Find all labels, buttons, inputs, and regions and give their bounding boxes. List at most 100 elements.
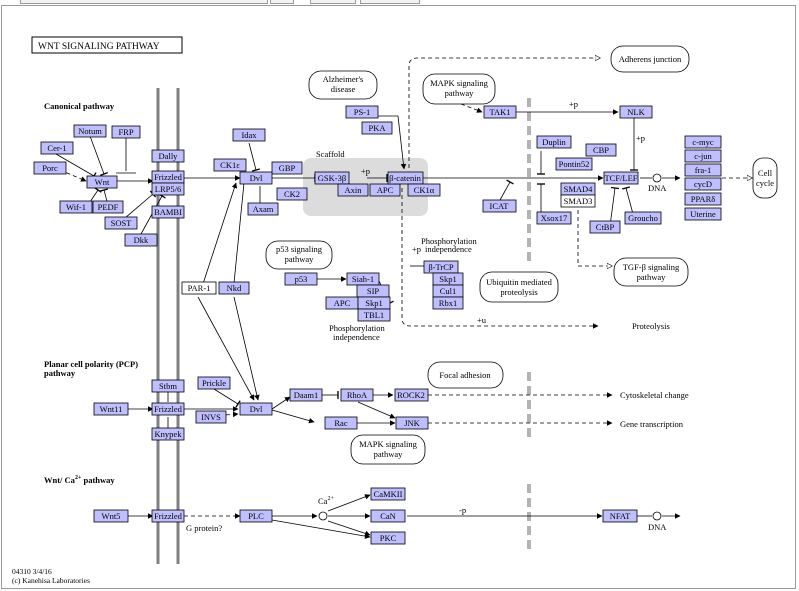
gene-sost[interactable]: SOST: [104, 216, 138, 230]
gene-beta-trcp[interactable]: β-TrCP: [423, 260, 459, 274]
node-label: Uterine: [690, 209, 716, 219]
toolbar-button[interactable]: [270, 0, 294, 4]
map-cell-cycle[interactable]: Cell cycle: [752, 157, 778, 199]
gene-axin[interactable]: Axin: [337, 183, 369, 197]
gene-tbl1[interactable]: TBL1: [357, 308, 391, 322]
gene-lrp56[interactable]: LRP5/6: [151, 182, 185, 196]
gene-cmyc[interactable]: c-myc: [684, 135, 722, 149]
diagram-label: -p: [459, 505, 466, 515]
gene-idax[interactable]: Idax: [232, 128, 266, 142]
gene-rbx1[interactable]: Rbx1: [432, 296, 464, 310]
gene-jnk[interactable]: JNK: [395, 416, 429, 430]
gene-dally[interactable]: Dally: [151, 149, 185, 163]
gene-wif1[interactable]: Wif-1: [59, 200, 93, 214]
gene-pontin52[interactable]: Pontin52: [555, 157, 593, 171]
toolbar-button[interactable]: [360, 0, 420, 4]
gene-stbm[interactable]: Stbm: [151, 379, 185, 393]
gene-fra1[interactable]: fra-1: [684, 163, 722, 177]
gene-cer1[interactable]: Cer-1: [40, 141, 74, 155]
toolbar-field[interactable]: [20, 0, 268, 4]
gene-apc[interactable]: APC: [369, 183, 401, 197]
gene-plc[interactable]: PLC: [239, 509, 273, 523]
diagram-label: Phosphorylation: [329, 323, 385, 333]
compound-par1[interactable]: PAR-1: [181, 281, 217, 295]
gene-daam1[interactable]: Daam1: [289, 388, 323, 402]
gene-can[interactable]: CaN: [370, 509, 406, 523]
gene-cul1[interactable]: Cul1: [432, 284, 464, 298]
gene-smad4[interactable]: SMAD4: [560, 182, 596, 196]
gene-cycd[interactable]: cycD: [684, 177, 722, 191]
gene-gbp[interactable]: GBP: [271, 161, 303, 175]
gene-rac[interactable]: Rac: [324, 416, 358, 430]
map-mapk-top[interactable]: MAPK signaling pathway: [422, 73, 496, 105]
map-mapk-bottom[interactable]: MAPK signaling pathway: [350, 434, 426, 465]
gene-nfat[interactable]: NFAT: [602, 509, 638, 523]
gene-nlk[interactable]: NLK: [619, 105, 653, 119]
node-label: PS-1: [354, 107, 371, 117]
gene-duplin[interactable]: Duplin: [536, 135, 572, 149]
gene-xsox17[interactable]: Xsox17: [536, 211, 572, 225]
gene-dkk[interactable]: Dkk: [124, 233, 158, 247]
gene-wnt-canonical[interactable]: Wnt: [86, 175, 118, 189]
gene-pedf[interactable]: PEDF: [92, 200, 124, 214]
gene-prickle[interactable]: Prickle: [197, 376, 231, 390]
gene-rock2[interactable]: ROCK2: [394, 388, 429, 402]
gene-smad3[interactable]: SMAD3: [560, 194, 596, 208]
gene-bambi[interactable]: BAMBI: [151, 205, 185, 219]
gene-pkc[interactable]: PKC: [370, 531, 406, 545]
gene-knypek[interactable]: Knypek: [151, 427, 185, 441]
map-p53[interactable]: p53 signaling pathway: [265, 240, 333, 270]
gene-porc[interactable]: Porc: [33, 161, 67, 175]
gene-rhoa[interactable]: RhoA: [340, 388, 374, 402]
gene-siah1[interactable]: Siah-1: [346, 272, 380, 286]
gene-ppard[interactable]: PPARδ: [684, 192, 722, 206]
gene-tcf-lef[interactable]: TCF/LEF: [603, 171, 639, 185]
gene-notum[interactable]: Notum: [73, 124, 107, 138]
node-label: FRP: [118, 127, 133, 137]
gene-apc-p53[interactable]: APC: [325, 296, 359, 310]
gene-skp1-p53[interactable]: Skp1: [357, 296, 391, 310]
gene-ck1a[interactable]: CK1α: [407, 183, 441, 197]
gene-p53[interactable]: p53: [284, 272, 318, 286]
gene-dvl-pcp[interactable]: Dvl: [239, 402, 273, 416]
gene-cbp[interactable]: CBP: [585, 143, 617, 157]
gene-skp1[interactable]: Skp1: [432, 272, 464, 286]
toolbar-button[interactable]: [310, 0, 356, 4]
gene-invs[interactable]: INVS: [195, 410, 227, 424]
gene-gsk3b[interactable]: GSK-3β: [314, 171, 350, 185]
gene-cjun[interactable]: c-jun: [684, 149, 722, 163]
gene-frizzled[interactable]: Frizzled: [151, 170, 185, 184]
gene-wnt11[interactable]: Wnt11: [93, 402, 129, 416]
gene-pka[interactable]: PKA: [361, 121, 393, 135]
node-label: PAR-1: [188, 283, 211, 293]
gene-groucho[interactable]: Groucho: [624, 211, 662, 225]
node-label: Axam: [253, 204, 274, 214]
gene-ck1e[interactable]: CK1ε: [213, 158, 247, 172]
compound-icat[interactable]: ICAT: [482, 199, 517, 213]
map-ubiquitin[interactable]: Ubiquitin mediated proteolysis: [479, 271, 559, 303]
gene-tak1[interactable]: TAK1: [483, 105, 517, 119]
map-alzheimers[interactable]: Alzheimer's disease: [308, 70, 378, 100]
map-adherens-junction[interactable]: Adherens junction: [610, 45, 690, 73]
gene-dvl[interactable]: Dvl: [239, 171, 273, 185]
gene-wnt5[interactable]: Wnt5: [93, 509, 129, 523]
gene-nkd[interactable]: Nkd: [218, 281, 250, 295]
map-tgf-beta[interactable]: TGF-β signaling pathway: [613, 257, 689, 287]
gene-frp[interactable]: FRP: [111, 125, 141, 139]
gene-uterine[interactable]: Uterine: [684, 207, 722, 221]
node-label: NLK: [627, 107, 645, 117]
node-label: Duplin: [542, 137, 566, 147]
gene-camkii[interactable]: CaMKII: [370, 487, 406, 501]
map-focal-adhesion[interactable]: Focal adhesion: [427, 361, 504, 389]
gene-frizzled-ca[interactable]: Frizzled: [151, 509, 185, 523]
section-pcp-line2: pathway: [44, 368, 76, 378]
gene-sip[interactable]: SIP: [356, 284, 390, 298]
footer-copyright: (c) Kanehisa Laboratories: [12, 576, 90, 585]
gene-ck2[interactable]: CK2: [276, 187, 308, 201]
node-label: JNK: [404, 418, 420, 428]
gene-axam[interactable]: Axam: [247, 202, 279, 216]
gene-ps1[interactable]: PS-1: [345, 105, 379, 119]
gene-frizzled-pcp[interactable]: Frizzled: [151, 402, 185, 416]
gene-beta-catenin[interactable]: β-catenin: [387, 171, 424, 185]
gene-ctbp[interactable]: CtBP: [589, 220, 621, 234]
